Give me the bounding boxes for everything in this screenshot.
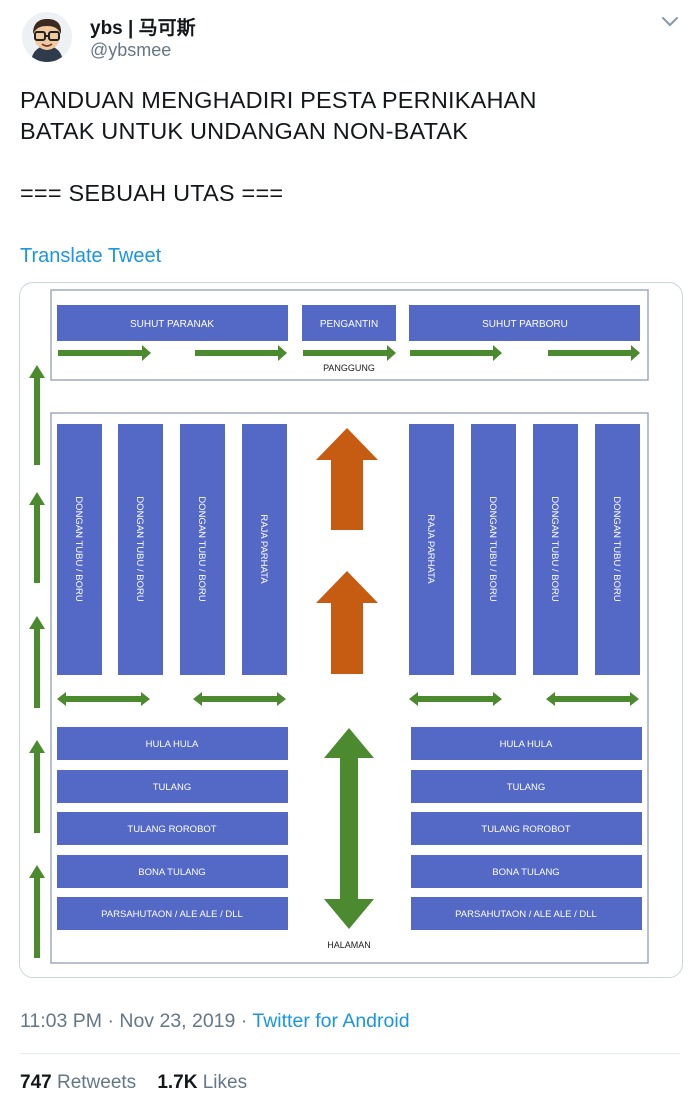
green-arrows-left-side (29, 365, 45, 958)
column-box (533, 424, 578, 675)
author-display-name[interactable]: ybs | 马可斯 (90, 18, 196, 39)
column-box (409, 424, 454, 675)
row-label: PARSAHUTAON / ALE ALE / DLL (455, 909, 597, 920)
stage-frame (50, 289, 649, 381)
row-box (411, 770, 642, 803)
top-box-label: PENGANTIN (320, 319, 378, 330)
orange-up-arrows (316, 428, 378, 674)
row-label: BONA TULANG (492, 867, 559, 878)
left-columns: DONGAN TUBU / BORU DONGAN TUBU / BORU DO… (57, 424, 287, 675)
column-label: DONGAN TUBU / BORU (73, 496, 84, 602)
row-label: TULANG (507, 782, 546, 793)
top-box: SUHUT PARANAK (57, 305, 288, 341)
column-box (242, 424, 287, 675)
tweet-meta: 11:03 PM · Nov 23, 2019 · Twitter for An… (20, 1010, 410, 1033)
column-label: DONGAN TUBU / BORU (487, 496, 498, 602)
row-label: TULANG (153, 782, 192, 793)
tweet-text: PANDUAN MENGHADIRI PESTA PERNIKAHAN BATA… (20, 87, 537, 206)
row-box (411, 727, 642, 760)
tweet-time[interactable]: 11:03 PM (20, 1010, 103, 1032)
tweet-media-card[interactable]: SUHUT PARANAK PENGANTIN SUHUT PARBORU PA… (19, 282, 683, 978)
floor-frame (50, 412, 649, 964)
row-label: BONA TULANG (138, 867, 205, 878)
column-box (471, 424, 516, 675)
column-box (595, 424, 640, 675)
column-box (57, 424, 102, 675)
green-arrows-middle (57, 692, 639, 706)
row-label: TULANG ROROBOT (127, 824, 216, 835)
meta-separator: · (107, 1010, 114, 1032)
row-box (57, 855, 288, 888)
left-rows: HULA HULA TULANG TULANG ROROBOT BONA TUL… (57, 727, 288, 930)
divider (20, 1053, 680, 1054)
column-label: DONGAN TUBU / BORU (134, 496, 145, 602)
tweet-source-link[interactable]: Twitter for Android (252, 1010, 410, 1032)
column-box (118, 424, 163, 675)
row-box (57, 812, 288, 845)
row-label: PARSAHUTAON / ALE ALE / DLL (101, 909, 243, 920)
right-columns: RAJA PARHATA DONGAN TUBU / BORU DONGAN T… (409, 424, 640, 675)
top-box: SUHUT PARBORU (409, 305, 640, 341)
row-label: HULA HULA (500, 739, 553, 750)
row-label: TULANG ROROBOT (481, 824, 570, 835)
translate-tweet-link[interactable]: Translate Tweet (20, 245, 162, 267)
yard-label: HALAMAN (327, 940, 371, 950)
row-box (411, 897, 642, 930)
meta-separator: · (240, 1010, 248, 1032)
stage-label: PANGGUNG (323, 363, 375, 373)
avatar[interactable] (22, 12, 72, 62)
row-box (57, 897, 288, 930)
tweet-stats: 747 Retweets 1.7K Likes (20, 1072, 247, 1094)
column-label: DONGAN TUBU / BORU (549, 496, 560, 602)
avatar-icon (22, 12, 72, 62)
tweet-date[interactable]: Nov 23, 2019 (119, 1010, 236, 1032)
top-box-label: SUHUT PARBORU (482, 319, 568, 330)
row-box (57, 727, 288, 760)
top-box-label: SUHUT PARANAK (130, 319, 214, 330)
column-label: RAJA PARHATA (258, 514, 269, 584)
column-label: DONGAN TUBU / BORU (611, 496, 622, 602)
seating-diagram: SUHUT PARANAK PENGANTIN SUHUT PARBORU PA… (29, 289, 649, 964)
row-box (57, 770, 288, 803)
row-box (411, 812, 642, 845)
green-arrows-top (58, 345, 640, 361)
right-rows: HULA HULA TULANG TULANG ROROBOT BONA TUL… (411, 727, 642, 930)
top-box: PENGANTIN (302, 305, 396, 341)
author-handle[interactable]: @ybsmee (90, 40, 172, 60)
row-box (411, 855, 642, 888)
chevron-down-icon[interactable] (658, 10, 682, 34)
column-label: RAJA PARHATA (425, 514, 436, 584)
green-double-arrow-vertical (324, 728, 374, 929)
column-label: DONGAN TUBU / BORU (196, 496, 207, 602)
column-box (180, 424, 225, 675)
row-label: HULA HULA (146, 739, 199, 750)
